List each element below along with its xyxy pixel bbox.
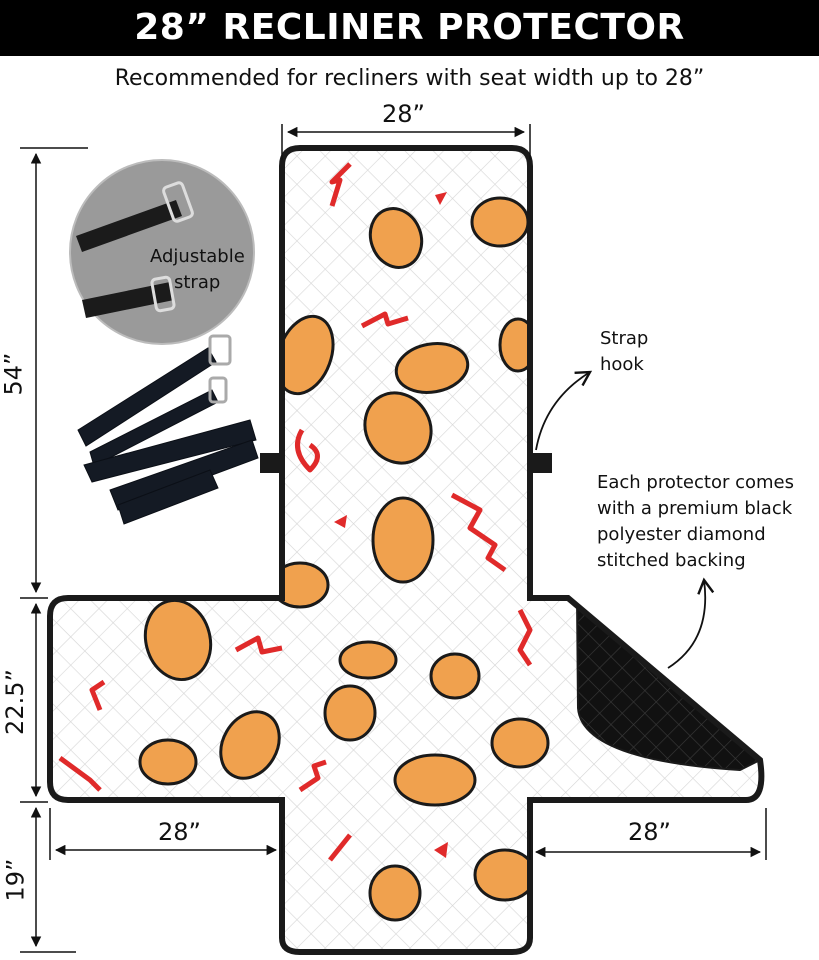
dimension-back-height: 54” (0, 352, 28, 396)
subtitle: Recommended for recliners with seat widt… (114, 66, 705, 91)
dimension-footrest-height: 19” (1, 858, 30, 902)
strap-callout-line2: strap (174, 272, 221, 293)
backing-callout: Each protector comes with a premium blac… (597, 470, 794, 574)
dimension-seat-height: 22.5” (0, 669, 29, 735)
backing-line2: with a premium black (597, 498, 793, 519)
backing-line1: Each protector comes (597, 472, 794, 493)
strap-hook-callout: Strap hook (600, 326, 648, 378)
backing-arrow (667, 577, 715, 669)
backing-line3: polyester diamond (597, 524, 766, 545)
dimension-lines (20, 124, 767, 953)
dimension-top-width: 28” (382, 100, 425, 128)
strap-callout: Adjustable strap (150, 244, 245, 296)
red-triangle-pattern (334, 192, 448, 858)
dimension-left-arm-width: 28” (158, 818, 201, 846)
loose-strap-illustration (77, 334, 259, 525)
page-title: 28” RECLINER PROTECTOR (0, 0, 819, 56)
strap-hook-line2: hook (600, 354, 644, 375)
coffee-bean-pattern (138, 196, 550, 922)
strap-callout-line1: Adjustable (150, 246, 245, 267)
red-squiggle-pattern (58, 162, 533, 862)
strap-hook-right (530, 453, 552, 473)
dimension-right-arm-width: 28” (628, 818, 671, 846)
strap-hook-line1: Strap (600, 328, 649, 349)
backing-line4: stitched backing (597, 550, 746, 571)
strap-hook-arrow (535, 370, 593, 451)
strap-hook-left (260, 453, 282, 473)
adjustable-strap-illustration (69, 159, 255, 345)
